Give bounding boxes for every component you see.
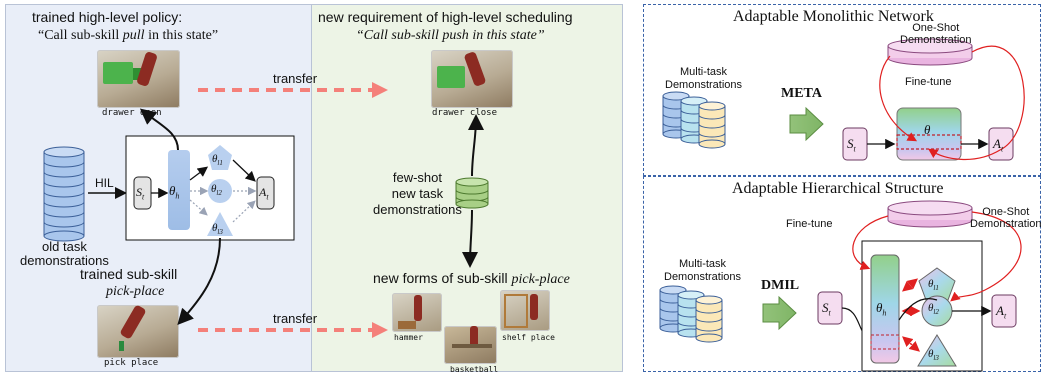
dmil-label: DMIL [761,278,800,293]
pick-place-caption: pick place [104,358,159,368]
mono-theta-label: θ [924,122,931,137]
fewshot-up-arrow [467,114,484,177]
hammer-photo [392,293,442,332]
mono-finetune-arrow-left [879,55,918,142]
transfer-label-bottom: transfer [273,311,318,326]
left-l3-label: θl3 [212,222,223,237]
requirement-quote: “Call sub-skill push in this state” [356,28,545,43]
hier-theta-h-label: θh [876,300,887,318]
hier-theta-h-bar [870,254,900,364]
transfer-label-top: transfer [273,71,318,86]
hier-finetune-arrow-left [852,215,889,270]
policy-quote: “Call sub-skill pull in this state” [38,28,219,43]
shelf-place-photo [500,290,550,331]
policy-title: trained high-level policy: [32,9,183,25]
left-theta-h-label: θh [169,183,180,201]
pick-place-photo [97,305,179,358]
hil-label: HIL [95,176,114,190]
meta-label: META [781,86,822,101]
hierarchical-panel [643,176,1041,372]
drawer-open-photo [97,50,180,108]
left-action-label: At [259,185,269,202]
hammer-caption: hammer [394,333,423,342]
drawer-close-photo [431,50,513,108]
monolithic-panel [643,4,1041,176]
mono-state-label: St [847,136,856,154]
subskill-title: trained sub-skill [80,266,178,282]
mono-oneshot-disk-icon [887,38,973,66]
hier-l3-label: θl3 [928,348,939,363]
hier-demos-database-icon [659,285,723,343]
drawer-close-caption: drawer close [432,108,498,118]
shelf-place-caption: shelf place [502,333,555,342]
l3-to-pickplace-arrow [177,237,221,325]
fewshot-down-arrow [462,209,479,268]
meta-green-arrow [789,106,824,142]
theta-to-drawer-arrow [139,108,179,151]
left-l3-triangle [207,212,233,236]
basketball-photo [444,326,497,364]
hier-state-label: St [822,300,831,318]
hier-finetune-arrow-right [950,211,1022,302]
mono-theta-block [896,107,962,161]
hier-action-label: At [996,303,1007,321]
old-task-database-icon [43,146,85,242]
left-theta-h-bar [168,150,190,230]
mono-action-label: At [993,136,1004,154]
left-l1-label: θl1 [212,153,223,168]
dmil-green-arrow [762,295,797,331]
left-l2-label: θl2 [211,183,222,198]
left-action-node [256,176,275,210]
monolithic-demos-database-icon [662,91,726,149]
mono-finetune-arrow-right [928,45,1025,161]
hier-l2-label: θl2 [928,302,939,317]
mono-title: Adaptable Monolithic Network [733,8,934,25]
left-l1-pentagon [208,145,232,170]
left-l2-circle [208,179,232,203]
fewshot-database-icon [455,177,489,209]
basketball-caption: basketball [450,365,499,374]
hier-finetune-label: Fine-tune [786,218,833,230]
requirement-title: new requirement of high-level scheduling [318,9,573,25]
subskill-name: pick-place [106,284,165,299]
hier-action-node [991,294,1017,328]
hier-title: Adaptable Hierarchical Structure [732,180,944,197]
mono-action-node [988,127,1014,161]
new-forms-title: new forms of sub-skill pick-place [373,270,570,287]
drawer-open-caption: drawer open [102,108,162,118]
hier-oneshot-disk-icon [887,200,973,228]
left-state-label: St [136,185,145,202]
mono-finetune-label: Fine-tune [905,76,952,88]
hier-l3-triangle [917,334,957,367]
hier-l1-label: θl1 [928,278,939,293]
